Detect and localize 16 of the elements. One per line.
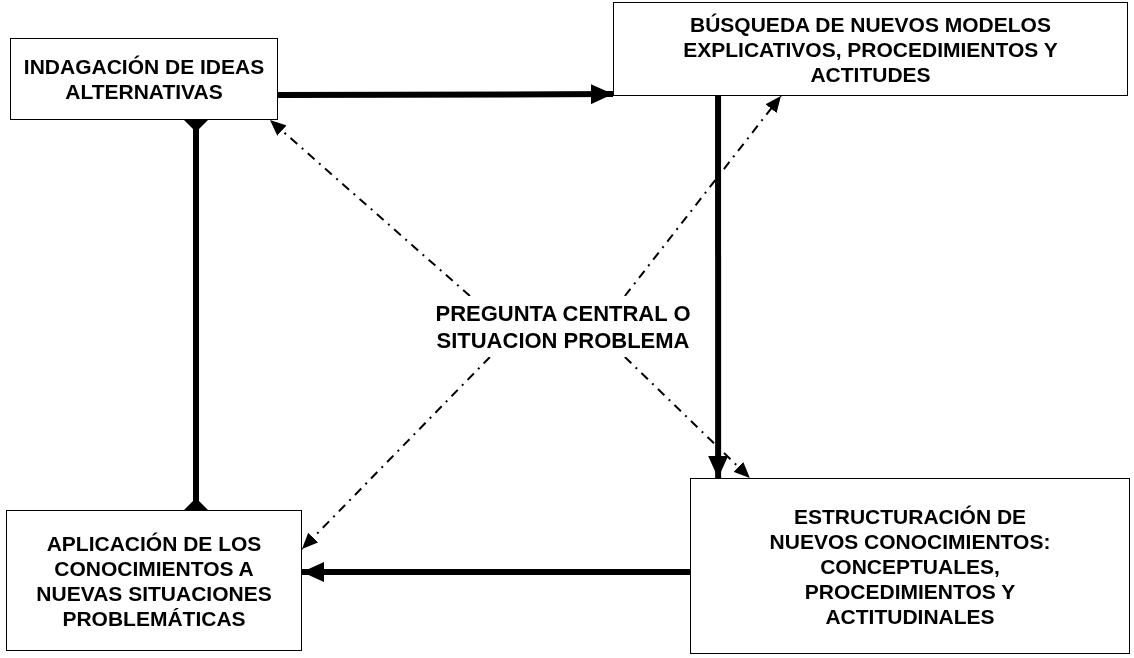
- box-label: BÚSQUEDA DE NUEVOS MODELOS EXPLICATIVOS, PROCEDIMIENTOS Y ACTITUDES: [682, 11, 1059, 87]
- process-box: [10, 38, 278, 120]
- arrow: [278, 84, 613, 105]
- box-label: APLICACIÓN DE LOS CONOCIMIENTOS A NUEVAS SITUACIONES PROBLEMÁTICAS: [35, 530, 273, 631]
- central-question-text: PREGUNTA CENTRAL O SITUACION PROBLEMA: [434, 299, 692, 354]
- process-box: [613, 2, 1128, 96]
- dash-dot-arrow: [623, 356, 751, 479]
- box-label: ESTRUCTURACIÓN DE NUEVOS CONOCIMIENTOS: CONCEPTUALES, PROCEDIMIENTOS Y ACTITUDINALES: [768, 503, 1052, 629]
- arrow: [302, 562, 690, 583]
- dash-dot-arrow: [623, 95, 782, 297]
- process-box: [690, 478, 1130, 654]
- process-box: [6, 510, 302, 651]
- dash-dot-arrow: [268, 119, 471, 297]
- arrow: [708, 96, 729, 478]
- box-label: INDAGACIÓN DE IDEAS ALTERNATIVAS: [22, 54, 266, 104]
- dash-dot-arrow: [301, 356, 491, 551]
